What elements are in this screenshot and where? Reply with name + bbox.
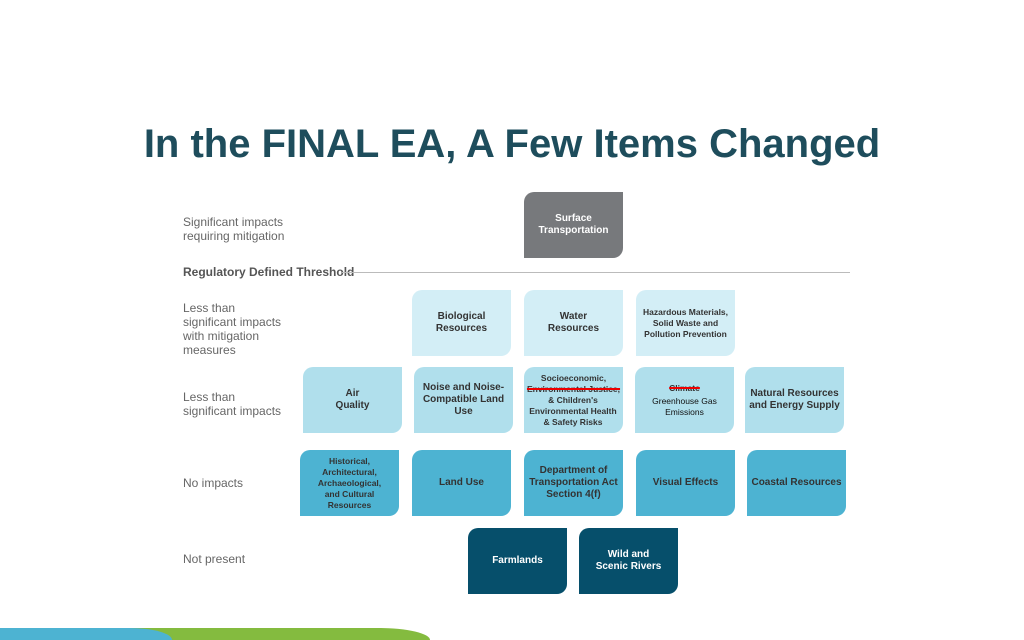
level-label-less: Less than significant impacts [183,390,282,418]
box-land-use: Land Use [412,450,511,516]
struck-environmental-justice: Environmental Justice, [526,383,621,394]
box-historical: Historical, Architectural, Archaeologica… [300,450,399,516]
socio-text: Socioeconomic, [540,372,607,383]
greenhouse-gas-text: Greenhouse Gas Emissions [652,395,717,417]
threshold-label: Regulatory Defined Threshold [183,265,355,279]
box-socioeconomic: Socioeconomic, Environmental Justice, & … [524,367,623,433]
socio-text-b: & Children's Environmental Health & Safe… [529,394,617,427]
level-label-not-present: Not present [183,552,246,566]
level-label-significant: Significant impacts requiring mitigation [183,215,285,243]
level-label-less-mitigation: Less than significant impacts with mitig… [183,301,282,357]
box-coastal: Coastal Resources [747,450,846,516]
struck-climate: Climate [669,382,700,393]
box-farmlands: Farmlands [468,528,567,594]
threshold-line [342,272,850,273]
box-wild-scenic: Wild and Scenic Rivers [579,528,678,594]
box-climate: Climate Greenhouse Gas Emissions [635,367,734,433]
box-dot-4f: Department of Transportation Act Section… [524,450,623,516]
box-visual-effects: Visual Effects [636,450,735,516]
box-surface-transportation: Surface Transportation [524,192,623,258]
footer-blue-band [0,628,172,640]
box-air: Air Quality [303,367,402,433]
box-noise: Noise and Noise- Compatible Land Use [414,367,513,433]
box-natural-resources: Natural Resources and Energy Supply [745,367,844,433]
level-label-none: No impacts [183,476,244,490]
box-biological: Biological Resources [412,290,511,356]
box-water: Water Resources [524,290,623,356]
slide-title: In the FINAL EA, A Few Items Changed [143,122,881,166]
box-hazardous: Hazardous Materials, Solid Waste and Pol… [636,290,735,356]
